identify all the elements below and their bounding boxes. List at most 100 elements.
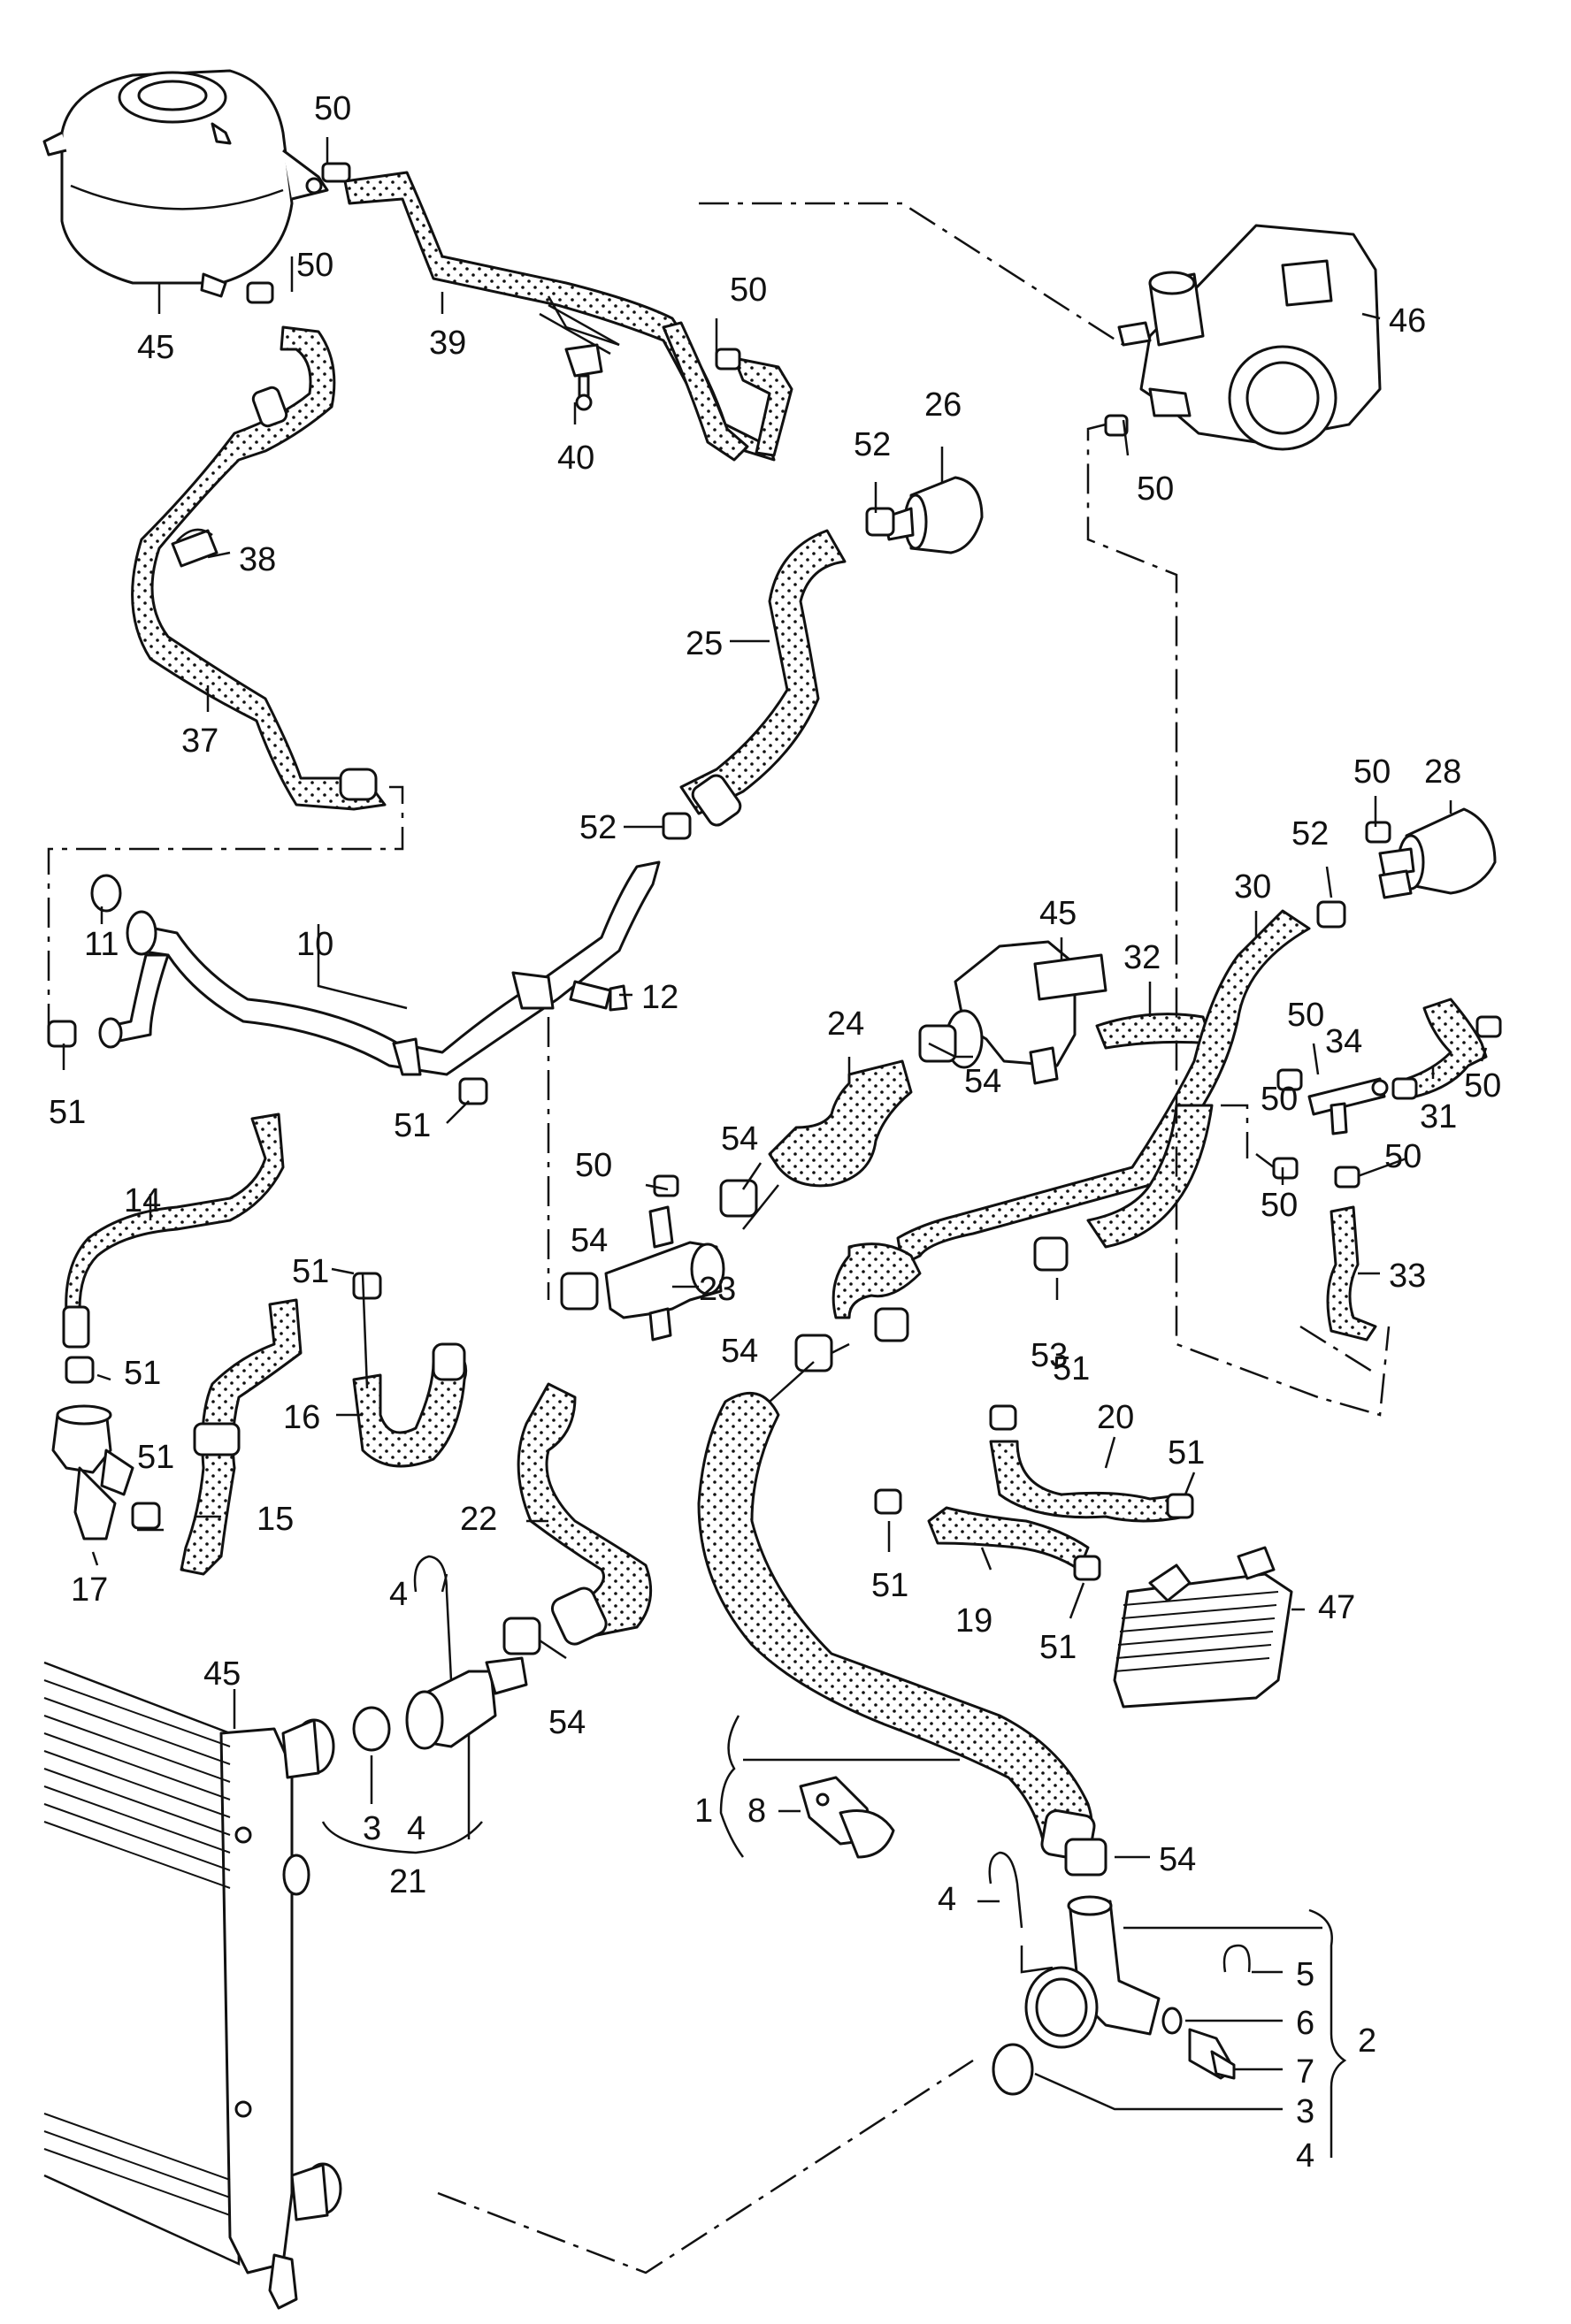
- hose-39-branch: [662, 321, 749, 462]
- label-20: 20: [1097, 1399, 1134, 1436]
- label-46: 46: [1389, 302, 1426, 340]
- hose-30-branch: [1086, 1104, 1214, 1249]
- label-24: 24: [827, 1005, 864, 1043]
- label-19: 19: [955, 1602, 992, 1640]
- label-50: 50: [1464, 1067, 1501, 1105]
- connector-2: [1024, 1895, 1161, 2049]
- label-52: 52: [1291, 815, 1329, 852]
- label-51: 51: [1039, 1629, 1077, 1666]
- clamps: [47, 162, 1502, 1877]
- label-50: 50: [314, 90, 351, 127]
- label-30: 30: [1234, 868, 1271, 906]
- label-50: 50: [1137, 470, 1174, 508]
- t-piece-23: [604, 1205, 725, 1342]
- label-54: 54: [548, 1704, 586, 1741]
- hose-main-lower: [697, 1391, 1093, 1846]
- label-54: 54: [721, 1333, 758, 1370]
- hose-22-collar: [550, 1586, 608, 1646]
- label-54: 54: [571, 1222, 608, 1259]
- label-39: 39: [429, 325, 466, 362]
- label-8: 8: [747, 1793, 766, 1830]
- label-21: 21: [389, 1863, 426, 1900]
- label-37: 37: [181, 722, 218, 760]
- hose-33: [1326, 1205, 1377, 1342]
- label-1: 1: [694, 1793, 713, 1830]
- leader-lines: [62, 137, 1488, 2158]
- label-16: 16: [283, 1399, 320, 1436]
- ring-6: [1161, 2007, 1183, 2035]
- hose-32: [1095, 1013, 1214, 1050]
- label-38: 38: [239, 541, 276, 578]
- label-5: 5: [1296, 1956, 1314, 1993]
- label-4: 4: [1296, 2137, 1314, 2175]
- pipe-10: [98, 860, 661, 1076]
- label-51: 51: [394, 1107, 431, 1144]
- throttle-body-46: [1117, 224, 1382, 451]
- label-12: 12: [641, 979, 678, 1016]
- label-51: 51: [1053, 1350, 1090, 1388]
- clip-4-lower: [988, 1851, 1023, 1929]
- hose-lower-run: [831, 1242, 922, 1319]
- hose-31: [1405, 998, 1488, 1098]
- radiator-45: [43, 1661, 342, 2310]
- label-50: 50: [1261, 1081, 1298, 1118]
- label-51: 51: [1168, 1434, 1205, 1472]
- hose-16-end: [432, 1342, 466, 1381]
- label-54: 54: [964, 1063, 1001, 1100]
- label-28: 28: [1424, 753, 1461, 791]
- valve-28: [1378, 807, 1497, 899]
- valve-17: [51, 1404, 134, 1540]
- label-25: 25: [686, 625, 723, 662]
- bolt-12: [569, 980, 628, 1012]
- coupling-26: [883, 476, 984, 554]
- hose-15: [180, 1298, 303, 1576]
- label-52: 52: [854, 426, 891, 463]
- label-45: 45: [137, 329, 174, 366]
- label-32: 32: [1123, 939, 1161, 976]
- label-33: 33: [1389, 1258, 1426, 1295]
- ring-3-lower: [992, 2043, 1034, 2096]
- hose-14: [65, 1112, 285, 1315]
- label-52: 52: [579, 809, 617, 846]
- label-50: 50: [730, 271, 767, 309]
- label-14: 14: [124, 1182, 161, 1219]
- label-17: 17: [71, 1571, 108, 1609]
- hose-30: [896, 909, 1311, 1266]
- label-34: 34: [1325, 1023, 1362, 1060]
- label-51: 51: [124, 1355, 161, 1392]
- hose-37-end-collar: [339, 768, 378, 801]
- label-50: 50: [1261, 1187, 1298, 1224]
- hose-24: [768, 1059, 913, 1188]
- label-50: 50: [296, 247, 333, 284]
- label-45: 45: [203, 1655, 241, 1693]
- label-15: 15: [257, 1501, 294, 1538]
- label-51: 51: [137, 1439, 174, 1476]
- t-piece-34: [1307, 1077, 1389, 1135]
- hose-37-collar: [251, 386, 288, 428]
- label-26: 26: [924, 386, 962, 424]
- bracket-40: [539, 303, 620, 411]
- hose-16: [352, 1351, 468, 1468]
- label-10: 10: [296, 926, 333, 963]
- hose-25: [679, 529, 847, 815]
- coupling-21: [405, 1656, 528, 1750]
- label-4: 4: [938, 1881, 956, 1918]
- ring-3-upper: [352, 1706, 391, 1752]
- bracket-8: [799, 1776, 895, 1859]
- hose-14-end: [62, 1305, 90, 1349]
- part-labels: 50 50 45 39 40 50 46 50 26 52 38 25 37 5…: [49, 90, 1501, 2175]
- label-51: 51: [49, 1094, 86, 1131]
- label-51: 51: [871, 1567, 908, 1604]
- label-53: 53: [1031, 1337, 1068, 1374]
- label-50: 50: [1287, 997, 1324, 1034]
- clip-5: [1222, 1944, 1251, 1973]
- label-50: 50: [575, 1147, 612, 1184]
- label-6: 6: [1296, 2005, 1314, 2042]
- flange-45-mid: [945, 940, 1107, 1085]
- oil-cooler-47: [1113, 1546, 1293, 1709]
- label-22: 22: [460, 1501, 497, 1538]
- reference-lines: [47, 202, 1391, 2274]
- hose-39-end: [732, 356, 793, 457]
- label-45: 45: [1039, 895, 1077, 932]
- label-50: 50: [1353, 753, 1391, 791]
